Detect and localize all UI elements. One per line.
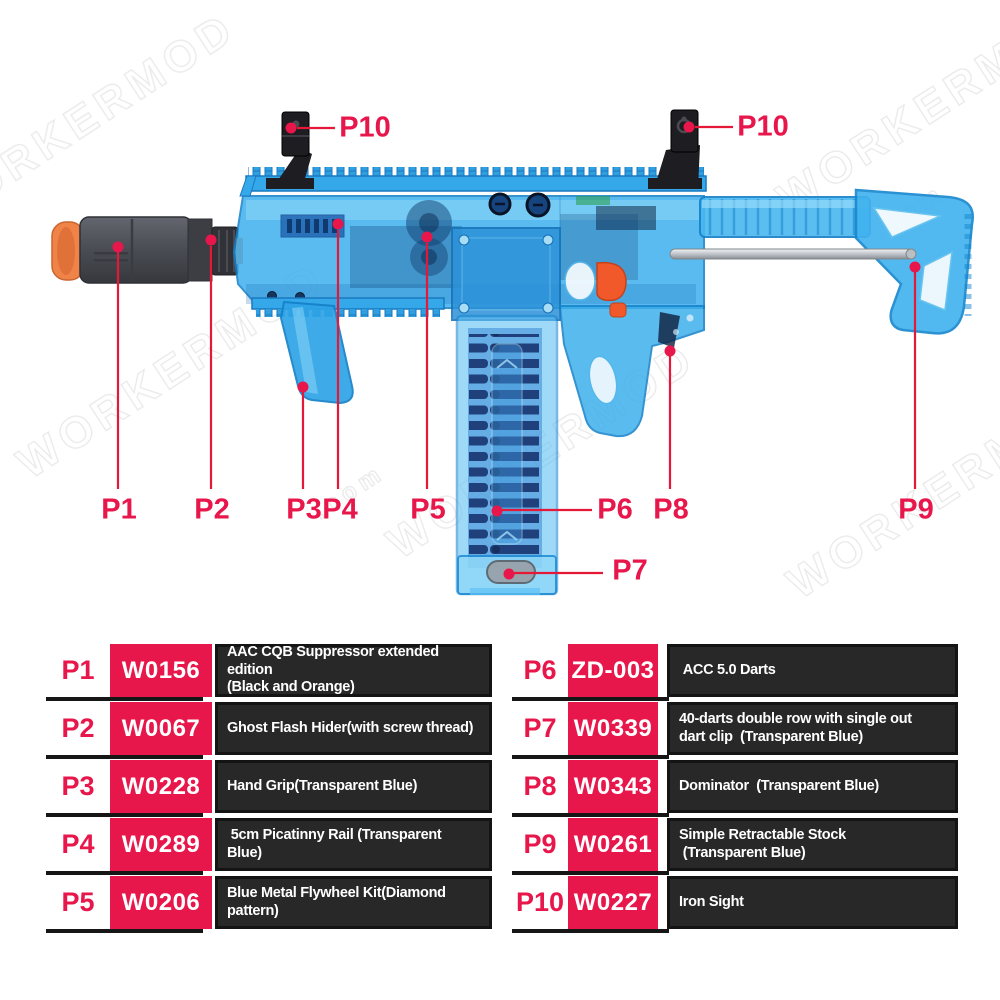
under-rail bbox=[251, 297, 445, 317]
p9-dot bbox=[909, 261, 921, 273]
table-row-p8: P8 W0343 Dominator (Transparent Blue) bbox=[512, 760, 958, 813]
row-separator bbox=[46, 697, 203, 701]
part-label: P10 bbox=[515, 887, 565, 917]
part-code-badge: W0206 bbox=[110, 876, 212, 929]
grip-frame-dominator bbox=[558, 305, 705, 438]
part-code-badge: W0343 bbox=[568, 760, 658, 813]
flywheel-cage bbox=[406, 200, 452, 276]
p4-dot bbox=[332, 218, 344, 230]
p10-right-dot bbox=[683, 121, 695, 133]
table-row-p4: P4 W0289 5cm Picatinny Rail (Transparent… bbox=[46, 818, 492, 871]
row-separator bbox=[46, 871, 203, 875]
callout-label-p10-right: P10 bbox=[737, 110, 789, 143]
callout-label-p3: P3 bbox=[286, 493, 322, 526]
row-separator bbox=[46, 929, 203, 933]
part-description: 5cm Picatinny Rail (Transparent Blue) bbox=[215, 818, 492, 871]
part-label: P2 bbox=[61, 713, 95, 743]
part-code-badge: ZD-003 bbox=[568, 644, 658, 697]
part-label: P1 bbox=[61, 655, 95, 685]
table-row-p10: P10 W0227 Iron Sight bbox=[512, 876, 958, 929]
part-description: Simple Retractable Stock (Transparent Bl… bbox=[667, 818, 958, 871]
callout-label-p6: P6 bbox=[597, 493, 633, 526]
part-description: AAC CQB Suppressor extended edition (Bla… bbox=[215, 644, 492, 697]
table-row-p2: P2 W0067 Ghost Flash Hider(with screw th… bbox=[46, 702, 492, 755]
part-description: Iron Sight bbox=[667, 876, 958, 929]
callout-label-p1: P1 bbox=[101, 493, 137, 526]
callout-label-p8: P8 bbox=[653, 493, 689, 526]
p1-dot bbox=[112, 241, 124, 253]
part-label: P9 bbox=[523, 829, 557, 859]
table-row-p5: P5 W0206 Blue Metal Flywheel Kit(Diamond… bbox=[46, 876, 492, 929]
part-code-badge: W0228 bbox=[110, 760, 212, 813]
part-description: Ghost Flash Hider(with screw thread) bbox=[215, 702, 492, 755]
watermark-text: WORKERMOD bbox=[769, 0, 1000, 223]
callout-label-p4: P4 bbox=[322, 493, 358, 526]
p2-dot bbox=[205, 234, 217, 246]
rear-iron-sight bbox=[648, 109, 702, 189]
table-row-p6: P6 ZD-003 ACC 5.0 Darts bbox=[512, 644, 958, 697]
part-description: ACC 5.0 Darts bbox=[667, 644, 958, 697]
callout-label-p10-left: P10 bbox=[339, 111, 391, 144]
dart-clip-magazine bbox=[455, 314, 559, 596]
blaster-illustration: WORKERMOD .com WORKERMOD WORKERMOD WORKE… bbox=[0, 0, 1000, 609]
hand-grip bbox=[279, 300, 354, 405]
part-description: Dominator (Transparent Blue) bbox=[667, 760, 958, 813]
part-code-badge: W0156 bbox=[110, 644, 212, 697]
part-code-badge: W0261 bbox=[568, 818, 658, 871]
part-code-badge: W0289 bbox=[110, 818, 212, 871]
stock-rod bbox=[669, 248, 917, 260]
part-label: P5 bbox=[61, 887, 95, 917]
part-description: Hand Grip(Transparent Blue) bbox=[215, 760, 492, 813]
row-separator bbox=[512, 813, 669, 817]
top-picatinny-rail bbox=[239, 167, 707, 197]
trigger-guard-opening bbox=[564, 261, 596, 301]
part-code-badge: W0339 bbox=[568, 702, 658, 755]
p7-dot bbox=[503, 568, 515, 580]
p6-dot bbox=[491, 505, 503, 517]
table-row-p3: P3 W0228 Hand Grip(Transparent Blue) bbox=[46, 760, 492, 813]
part-label: P3 bbox=[61, 771, 95, 801]
part-label: P8 bbox=[523, 771, 557, 801]
callout-label-p2: P2 bbox=[194, 493, 230, 526]
p5-dot bbox=[421, 231, 433, 243]
magwell-panel bbox=[451, 227, 561, 321]
part-label: P4 bbox=[61, 829, 95, 859]
part-description: 40-darts double row with single out dart… bbox=[667, 702, 958, 755]
callout-label-p5: P5 bbox=[410, 493, 446, 526]
callout-leaders bbox=[116, 125, 917, 575]
part-label: P6 bbox=[523, 655, 557, 685]
callout-dots bbox=[112, 121, 921, 580]
thumb-screws bbox=[488, 192, 551, 218]
part-description: Blue Metal Flywheel Kit(Diamond pattern) bbox=[215, 876, 492, 929]
table-row-p7: P7 W0339 40-darts double row with single… bbox=[512, 702, 958, 755]
row-separator bbox=[512, 755, 669, 759]
part-code-badge: W0227 bbox=[568, 876, 658, 929]
part-label: P7 bbox=[523, 713, 557, 743]
row-separator bbox=[512, 697, 669, 701]
callout-label-p7: P7 bbox=[612, 554, 648, 587]
p8-dot bbox=[664, 345, 676, 357]
watermark-text: WORKERMOD bbox=[0, 3, 245, 239]
callout-label-p9: P9 bbox=[898, 493, 934, 526]
watermark-text: WORKERMOD bbox=[779, 373, 1000, 609]
row-separator bbox=[512, 929, 669, 933]
parts-table-left-column: P1 W0156 AAC CQB Suppressor extended edi… bbox=[46, 644, 492, 934]
part-code-badge: W0067 bbox=[110, 702, 212, 755]
p10-left-dot bbox=[285, 122, 297, 134]
row-separator bbox=[46, 755, 203, 759]
suppressor bbox=[51, 216, 213, 284]
buffer-tube bbox=[699, 196, 871, 238]
row-separator bbox=[512, 871, 669, 875]
table-row-p1: P1 W0156 AAC CQB Suppressor extended edi… bbox=[46, 644, 492, 697]
p3-dot bbox=[297, 381, 309, 393]
parts-table-right-column: P6 ZD-003 ACC 5.0 Darts P7 W0339 40-dart… bbox=[512, 644, 958, 934]
row-separator bbox=[46, 813, 203, 817]
table-row-p9: P9 W0261 Simple Retractable Stock (Trans… bbox=[512, 818, 958, 871]
trigger bbox=[596, 261, 627, 318]
